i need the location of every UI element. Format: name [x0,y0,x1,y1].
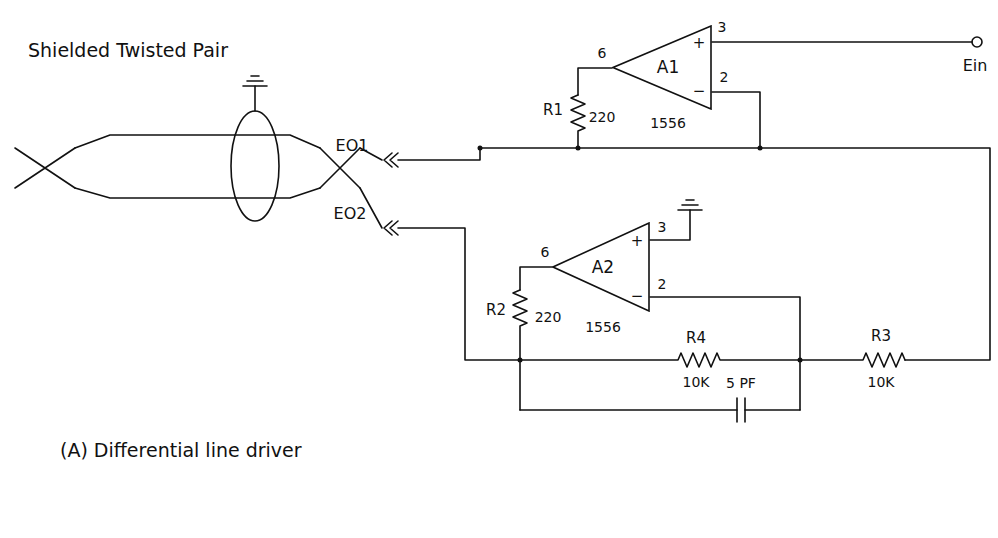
resistor-name: R3 [871,328,891,345]
resistor-name: R2 [486,302,506,319]
pin-number: 3 [658,220,667,235]
pin-polarity: + [631,233,644,250]
resistor-value: 220 [535,310,562,325]
resistor-symbol [800,353,905,367]
resistor-symbol [571,95,585,148]
capacitor-value: 5 PF [726,376,756,391]
twisted-pair [15,76,382,228]
pin-polarity: − [631,288,644,305]
resistor-value: 220 [589,110,616,125]
pin-number: 6 [541,245,550,260]
pin-number: 6 [598,46,607,61]
pin-number: 2 [720,70,729,85]
input-wire [712,41,972,43]
pin-number: 2 [658,277,667,292]
ground-symbol [678,200,702,210]
connector-symbol [384,153,398,167]
opamp-part-number: 1556 [650,116,686,131]
opamp-triangle-outline [613,26,711,109]
signal-name: Ein [963,57,988,75]
resistor-name: R1 [543,102,563,119]
resistor-value: 10K [868,375,895,390]
input-terminal [972,37,982,47]
pin-polarity: − [693,83,706,100]
resistor-name: R4 [686,330,706,347]
cable-shield [231,111,279,221]
opamp-triangle-outline [553,223,649,311]
capacitor-symbol [737,398,745,422]
opamp-name: A2 [592,258,614,277]
signal-name: EO1 [336,137,369,155]
opamp-name: A1 [657,58,679,77]
pin-number: 3 [718,20,727,35]
resistor-value: 10K [683,375,710,390]
pin-polarity: + [693,35,706,52]
figure-caption: (A) Differential line driver [60,440,302,461]
connector-symbol [384,221,398,235]
signal-name: EO2 [334,205,367,223]
resistor-symbol [513,290,527,410]
opamp-part-number: 1556 [585,320,621,335]
ground-symbol [243,76,267,86]
cable-name: Shielded Twisted Pair [28,40,228,61]
